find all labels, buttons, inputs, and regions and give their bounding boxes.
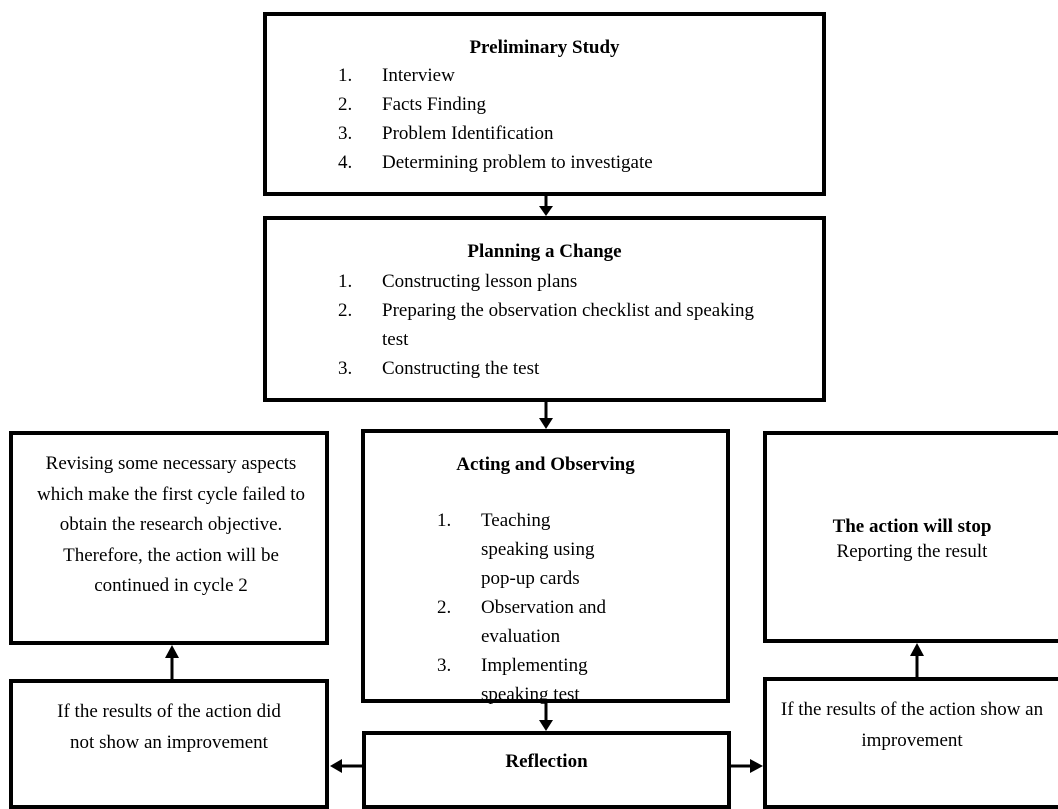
preliminary-study-list: 1.Interview 2.Facts Finding 3.Problem Id… [338, 61, 818, 177]
arrowhead-up [165, 645, 179, 658]
action-stop-box: The action will stop Reporting the resul… [763, 431, 1058, 643]
preliminary-study-box: Preliminary Study 1.Interview 2.Facts Fi… [263, 12, 826, 196]
list-item: 3.Implementing speaking test [437, 655, 588, 705]
action-stop-title: The action will stop [832, 516, 992, 537]
acting-observing-box: Acting and Observing 1.Teaching speaking… [361, 429, 730, 705]
action-stop-text: Reporting the result [836, 541, 988, 562]
list-item: 2.Observation and evaluation [437, 597, 607, 647]
revising-box: Revising some necessary aspects which ma… [9, 431, 329, 645]
list-item: 4.Determining problem to investigate [338, 152, 653, 173]
arrowhead-right [750, 759, 763, 773]
arrowhead-down [539, 720, 553, 731]
no-improvement-text: If the results of the action did not sho… [57, 701, 281, 753]
arrowhead-down [539, 418, 553, 429]
planning-change-list: 1.Constructing lesson plans 2.Preparing … [338, 267, 768, 383]
list-item: 2.Facts Finding [338, 94, 486, 115]
revising-text: Revising some necessary aspects which ma… [37, 453, 306, 596]
list-item: 3.Constructing the test [338, 358, 540, 379]
arrowhead-down [539, 206, 553, 216]
list-item: 1.Constructing lesson plans [338, 271, 578, 292]
improvement-box: If the results of the action show an imp… [763, 677, 1058, 809]
arrowhead-left [330, 759, 342, 773]
list-item: 1.Interview [338, 65, 455, 86]
acting-observing-list: 1.Teaching speaking using pop-up cards 2… [437, 506, 622, 709]
list-item: 1.Teaching speaking using pop-up cards [437, 510, 595, 589]
preliminary-study-title: Preliminary Study [469, 37, 620, 58]
planning-change-title: Planning a Change [467, 241, 622, 262]
planning-change-box: Planning a Change 1.Constructing lesson … [263, 216, 826, 402]
acting-observing-title: Acting and Observing [456, 454, 635, 475]
improvement-text: If the results of the action show an imp… [780, 699, 1044, 751]
arrowhead-up [910, 643, 924, 656]
reflection-title: Reflection [505, 751, 588, 772]
list-item: 2.Preparing the observation checklist an… [338, 300, 754, 350]
list-item: 3.Problem Identification [338, 123, 554, 144]
reflection-box: Reflection [362, 731, 731, 809]
